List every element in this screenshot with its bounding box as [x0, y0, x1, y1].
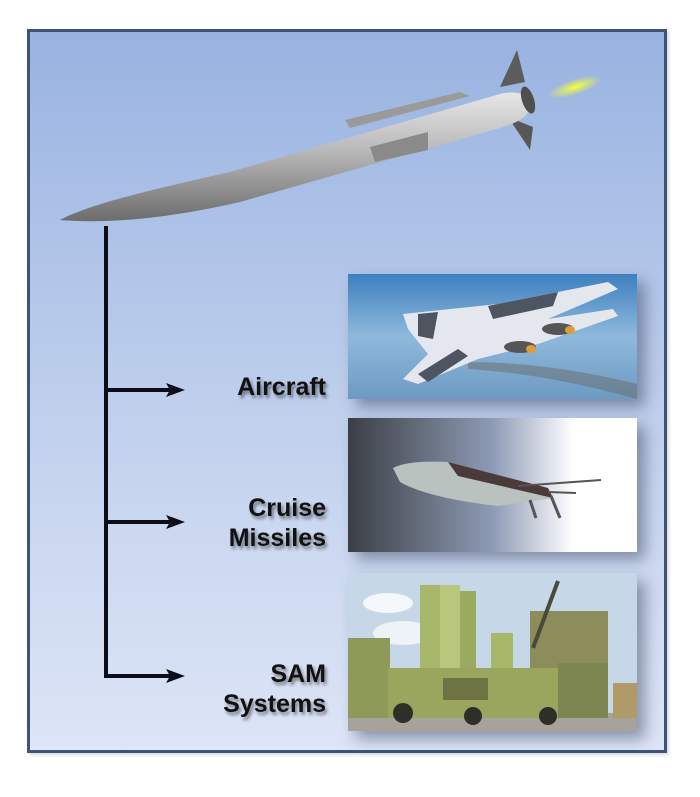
diagram-frame: Aircraft Cruise Missiles SAM Systems: [27, 29, 667, 753]
missile-icon: [60, 50, 602, 222]
fighter-jet-photo: [348, 274, 637, 399]
connector-lines: [104, 226, 185, 683]
target-label-sam-systems: SAM Systems: [223, 660, 326, 718]
target-label-cruise-missiles: Cruise Missiles: [228, 494, 326, 552]
sam-launcher-photo: [348, 573, 637, 731]
target-label-aircraft: Aircraft: [237, 373, 326, 401]
cruise-missile-photo: [348, 418, 637, 552]
